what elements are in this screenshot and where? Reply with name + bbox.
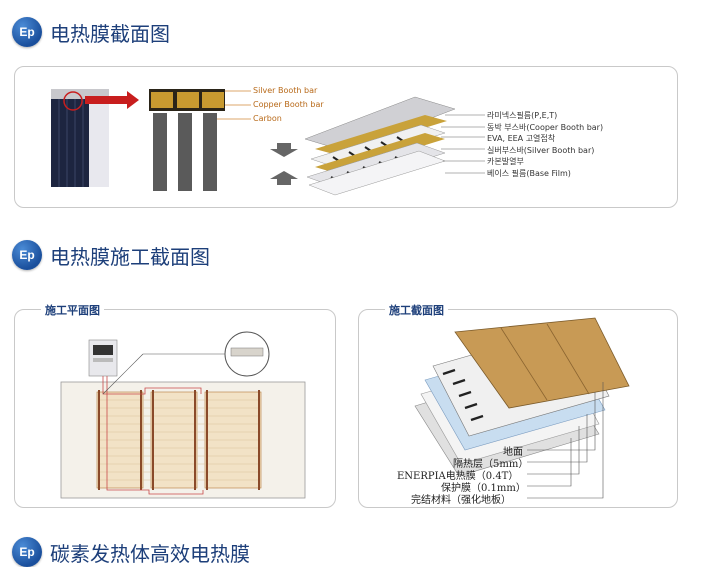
layer-label: 실버부스바(Silver Booth bar) — [487, 145, 594, 156]
ep-logo-icon: Ep — [12, 240, 42, 270]
label-silver-booth-bar: Silver Booth bar — [253, 86, 317, 95]
layer-label: 카본발열부 — [487, 156, 524, 167]
section-panel: 施工截面图 地面 隔热层（5mm） ENERPIA电热膜（0.4T） 保护膜（0… — [358, 309, 678, 508]
ep-logo-icon: Ep — [12, 17, 42, 47]
ep-logo-icon: Ep — [12, 537, 42, 567]
section-title: 电热膜截面图 — [50, 18, 170, 47]
layer-label: 베이스 필름(Base Film) — [487, 168, 571, 179]
plan-panel: 施工平面图 — [14, 309, 336, 508]
down-arrow-icon — [270, 143, 298, 157]
cross-section-diagram — [15, 67, 677, 207]
section-header-2: Ep 电热膜施工截面图 — [12, 240, 210, 270]
label-carbon: Carbon — [253, 114, 282, 123]
layer-label: 라미넥스필름(P,E,T) — [487, 110, 557, 121]
layer-label: 完结材料（强化地板） — [411, 491, 511, 506]
layer-label: 동박 부스바(Cooper Booth bar) — [487, 122, 603, 133]
cross-section-panel: Silver Booth bar Copper Booth bar Carbon… — [14, 66, 678, 208]
layer-label: EVA, EEA 고열접착 — [487, 133, 555, 144]
label-copper-booth-bar: Copper Booth bar — [253, 100, 324, 109]
section-title: 电热膜施工截面图 — [50, 241, 210, 270]
section-title: 碳素发热体高效电热膜 — [50, 538, 250, 567]
section-header-3: Ep 碳素发热体高效电热膜 — [12, 537, 250, 567]
up-arrow-icon — [270, 171, 298, 185]
plan-diagram — [15, 310, 335, 507]
section-header-1: Ep 电热膜截面图 — [12, 17, 170, 47]
